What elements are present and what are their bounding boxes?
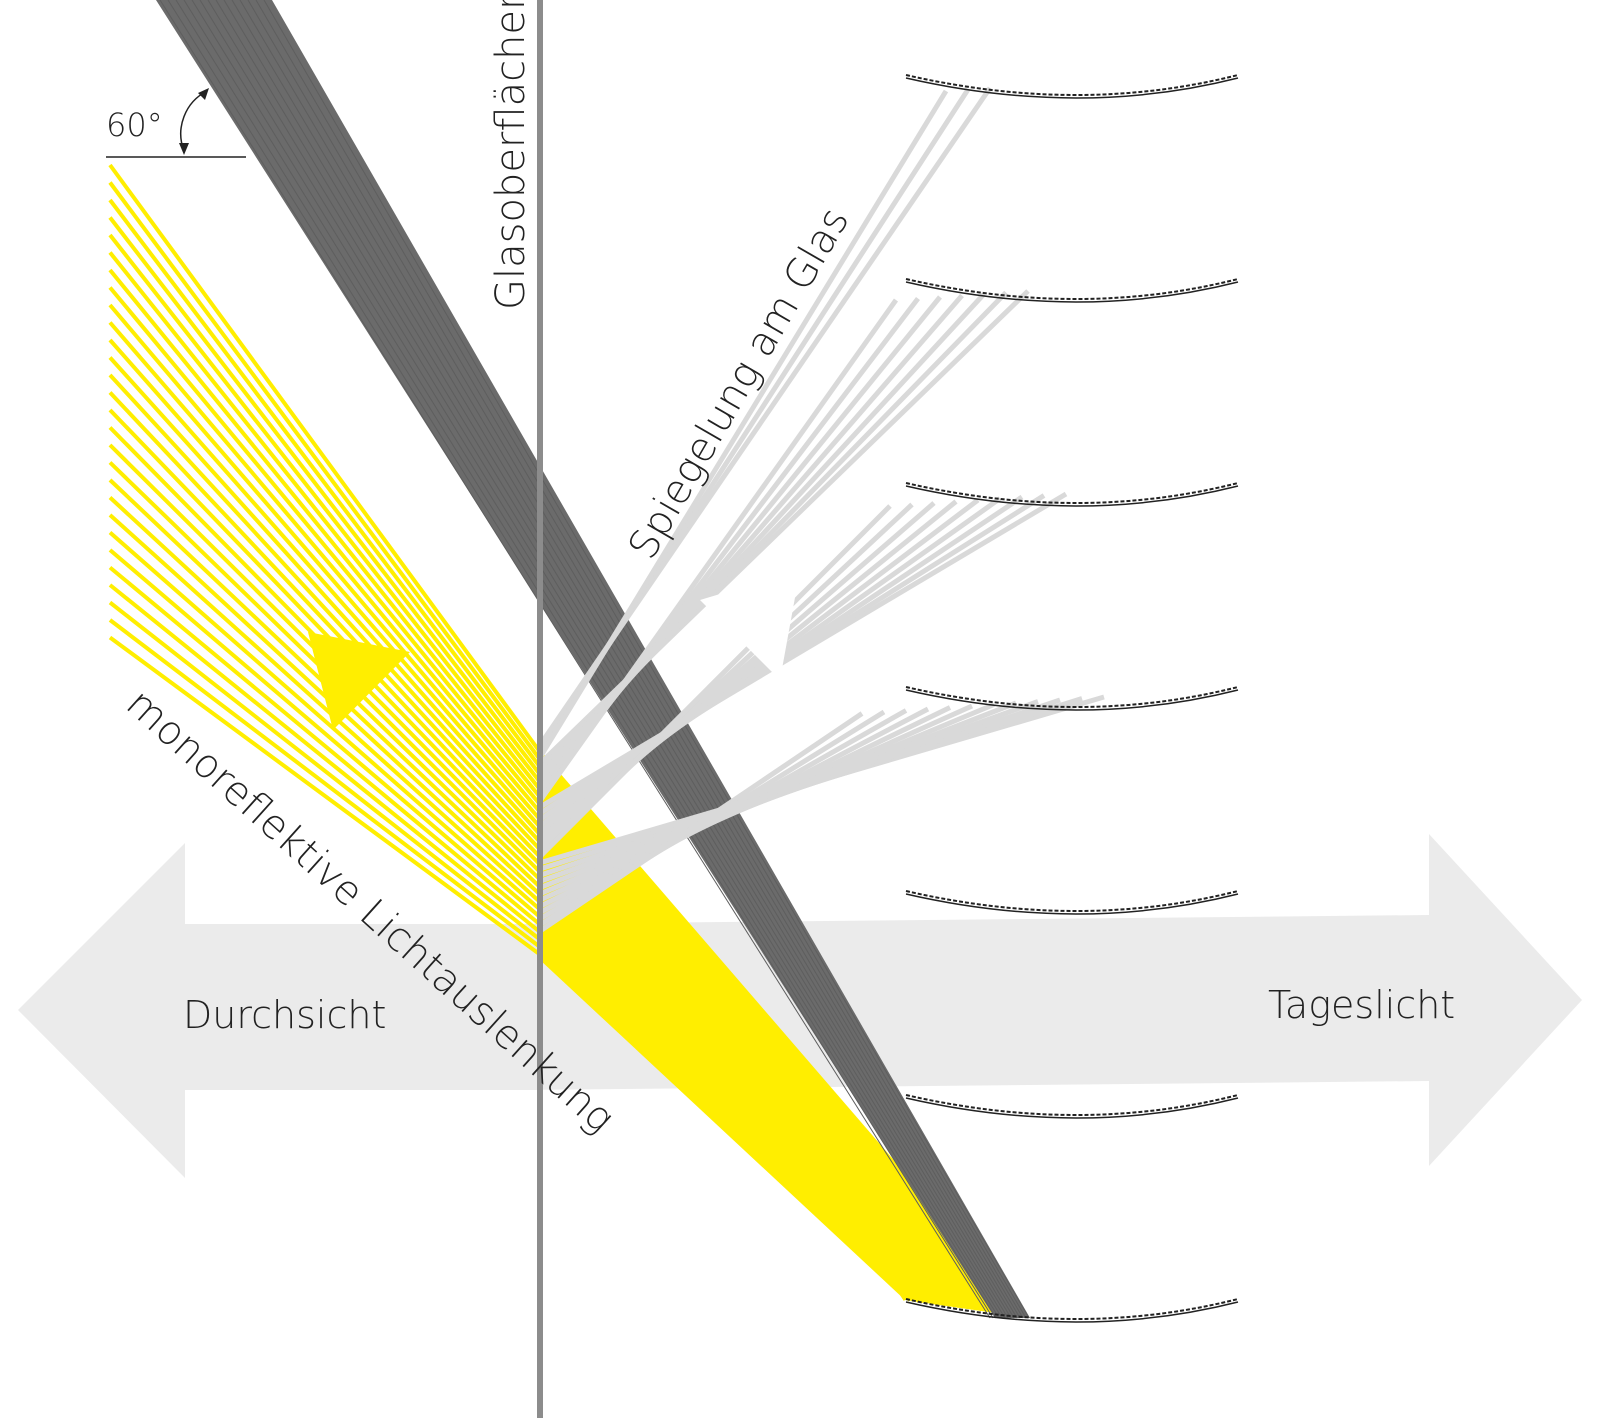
redirected-light-ray <box>108 181 542 761</box>
glass-surfaces-label: Glasoberflächen <box>488 0 534 310</box>
daylight-label: Tageslicht <box>1268 983 1455 1027</box>
lamella-edge <box>905 1301 1239 1323</box>
lamella-edge <box>905 281 1239 303</box>
lamella <box>905 1298 1239 1320</box>
glass-reflection-ray <box>537 89 949 759</box>
redirection-direction-triangle <box>308 632 410 730</box>
glass-reflection-ray <box>538 708 908 921</box>
lamella-edge <box>905 893 1239 915</box>
redirected-light-ray <box>108 408 542 859</box>
redirected-light-ray <box>108 548 542 919</box>
glass-reflection-label: Spiegelung am Glas <box>620 200 858 567</box>
lamella <box>905 890 1239 912</box>
lamella <box>905 482 1239 504</box>
direct-light-ray <box>247 0 1024 1319</box>
redirected-light-ray <box>108 565 542 927</box>
glass-reflection-ray <box>538 711 864 934</box>
redirected-light-ray <box>108 635 542 957</box>
lamella-edge <box>905 1097 1239 1119</box>
redirected-light-ray <box>539 953 1028 1318</box>
redirected-light-ray <box>108 618 542 949</box>
redirected-light-ray <box>108 600 542 942</box>
glass-reflection-ray <box>538 504 892 859</box>
lamella-edge <box>905 77 1239 99</box>
lamellae <box>905 74 1239 1323</box>
redirected-light-ray <box>108 321 542 821</box>
redirected-light-ray <box>108 163 542 754</box>
glass-reflection-ray <box>538 491 1068 810</box>
direct-light-ray <box>183 0 1000 1319</box>
lamella <box>905 1094 1239 1116</box>
lamella <box>905 74 1239 96</box>
reflection-direction-triangle <box>700 570 800 680</box>
direct-light-ray <box>239 0 1021 1319</box>
angle-indicator <box>106 88 246 158</box>
direct-light-ray <box>159 0 991 1319</box>
redirected-light-ray <box>108 338 542 829</box>
lamella-edge <box>905 485 1239 507</box>
direct-light-ray <box>223 0 1015 1319</box>
glass-reflection-ray <box>537 298 899 803</box>
view-through-label: Durchsicht <box>183 993 386 1037</box>
redirected-light-ray <box>108 356 542 836</box>
direct-light-ray <box>215 0 1012 1319</box>
direct-light-ray <box>167 0 994 1319</box>
redirected-light-ray <box>108 216 542 776</box>
redirected-light-ray <box>108 268 542 799</box>
redirected-light-ray <box>108 583 542 934</box>
redirected-light-ray <box>108 373 542 844</box>
glass-reflection-rays <box>537 86 1105 934</box>
angle-label: 60° <box>106 106 163 144</box>
redirected-light-ray <box>108 233 542 784</box>
redirected-light-ray <box>108 198 542 769</box>
redirected-light-ray <box>108 303 542 814</box>
redirected-light-ray <box>108 391 542 851</box>
redirected-light-ray <box>108 286 542 806</box>
arrow-left-head <box>18 843 540 1178</box>
redirected-light-ray <box>108 530 542 912</box>
lamella-edge <box>905 689 1239 711</box>
direct-light-ray <box>175 0 997 1319</box>
direct-light-ray <box>231 0 1018 1319</box>
redirected-light-ray <box>108 251 542 791</box>
direct-light-ray <box>207 0 1009 1319</box>
lamella <box>905 278 1239 300</box>
lamella <box>905 686 1239 708</box>
redirected-light-ray <box>108 513 542 904</box>
